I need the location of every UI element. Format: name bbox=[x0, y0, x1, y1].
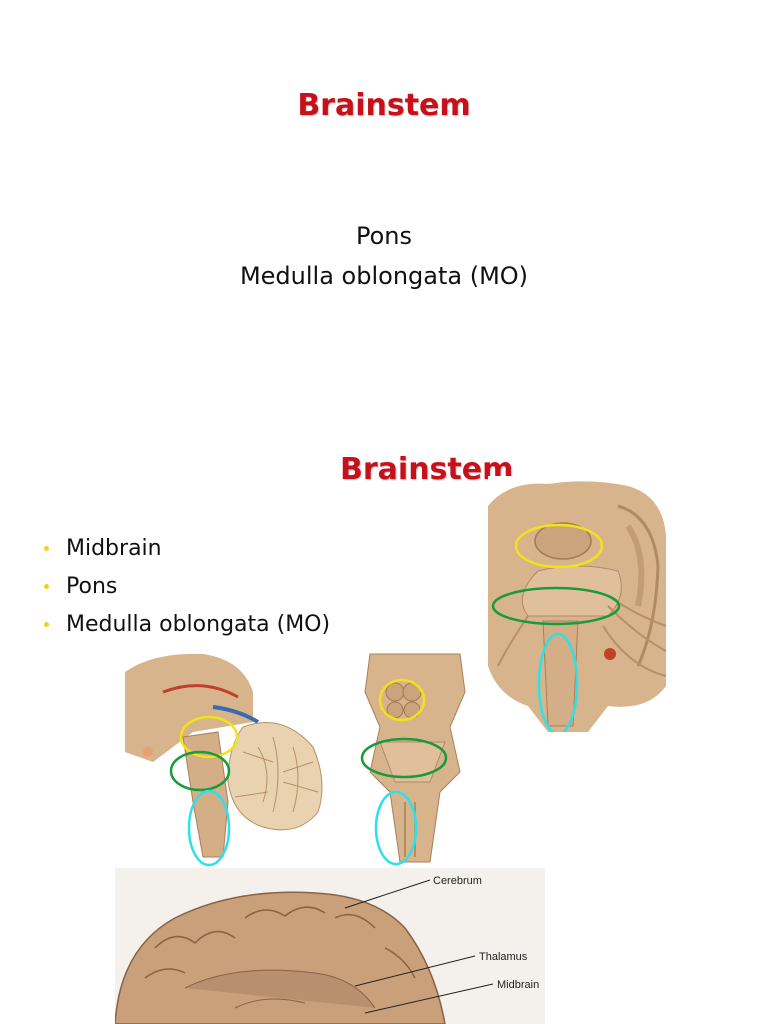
brainstem-ventral-illustration bbox=[488, 476, 668, 732]
bullet-text: Midbrain bbox=[66, 536, 162, 561]
brainstem-sagittal-illustration bbox=[123, 652, 328, 867]
bullet-list: Midbrain Pons Medulla oblongata (MO) bbox=[44, 536, 330, 650]
label-thalamus: Thalamus bbox=[479, 951, 528, 963]
brainstem-dorsal-illustration bbox=[360, 652, 472, 867]
slide-1-line-pons: Pons bbox=[355, 222, 412, 250]
slide-1-line-medulla: Medulla oblongata (MO) bbox=[239, 262, 529, 290]
slide-1: Brainstem Pons Medulla oblongata (MO) bbox=[0, 0, 768, 420]
slide-1-title: Brainstem bbox=[297, 88, 471, 123]
bullet-text: Medulla oblongata (MO) bbox=[66, 612, 331, 637]
label-midbrain: Midbrain bbox=[497, 979, 539, 991]
bullet-item: Midbrain bbox=[44, 536, 330, 574]
bullet-text: Pons bbox=[66, 574, 118, 599]
bullet-dot bbox=[44, 546, 49, 551]
bullet-item: Medulla oblongata (MO) bbox=[44, 612, 330, 650]
label-cerebrum: Cerebrum bbox=[433, 875, 482, 887]
slide-2-title: Brainstem bbox=[340, 452, 514, 487]
bullet-dot bbox=[44, 622, 49, 627]
brain-sagittal-labeled-illustration: Cerebrum Thalamus Midbrain bbox=[115, 868, 545, 1024]
bullet-dot bbox=[44, 584, 49, 589]
bullet-item: Pons bbox=[44, 574, 330, 612]
